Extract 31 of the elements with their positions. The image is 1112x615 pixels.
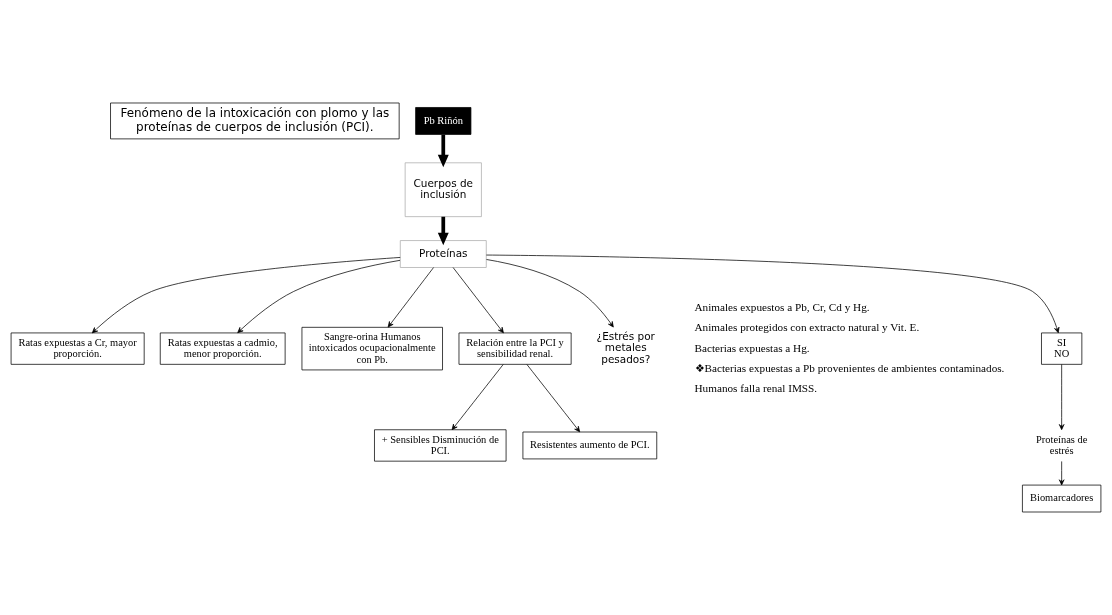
node-box: Ratas expuestas a Cr, mayor proporción. (10, 332, 145, 365)
arrow (486, 259, 614, 328)
node-box: Sangre-orina Humanos intoxicados ocupacionalmente con Pb. (301, 326, 443, 371)
node-box: Biomarcadores (1022, 484, 1102, 513)
node-box: Ratas expuestas a cadmio, menor proporción. (159, 332, 286, 365)
arrow (526, 364, 581, 433)
node-box: SI NO (1041, 332, 1083, 365)
arrow (91, 257, 401, 334)
arrow (437, 216, 449, 246)
label: ❖Bacterias expuestas a Pb provenientes de ambientes contaminados. (694, 361, 1005, 374)
arrow (437, 134, 449, 168)
arrow (452, 267, 504, 334)
arrow (237, 259, 401, 334)
arrow (387, 267, 434, 328)
arrow (1058, 461, 1065, 486)
label: Humanos falla renal IMSS. (694, 382, 818, 394)
arrow (486, 254, 1060, 334)
node-text: ¿Estrés por metales pesados? (596, 330, 655, 365)
node-box: Pb Riñón (415, 107, 472, 135)
arrow (451, 364, 504, 431)
node-box: Fenómeno de la intoxicación con plomo y las proteínas de cuerpos de inclusión (PCI). (110, 102, 400, 140)
node-box: Relación entre la PCI y sensibilidad renal. (458, 332, 572, 365)
node-text: Proteínas de estrés (1035, 433, 1088, 456)
node-box: Proteínas (399, 240, 487, 268)
arrow (1058, 364, 1065, 431)
node-box: Cuerpos de inclusión (404, 162, 482, 218)
label: Animales expuestos a Pb, Cr, Cd y Hg. (694, 301, 870, 314)
node-box: Resistentes aumento de PCI. (522, 431, 658, 460)
node-box: + Sensibles Disminución de PCI. (374, 429, 507, 462)
label: Animales protegidos con extracto natural y Vit. E. (694, 321, 920, 334)
label: Bacterias expuestas a Hg. (694, 341, 810, 354)
